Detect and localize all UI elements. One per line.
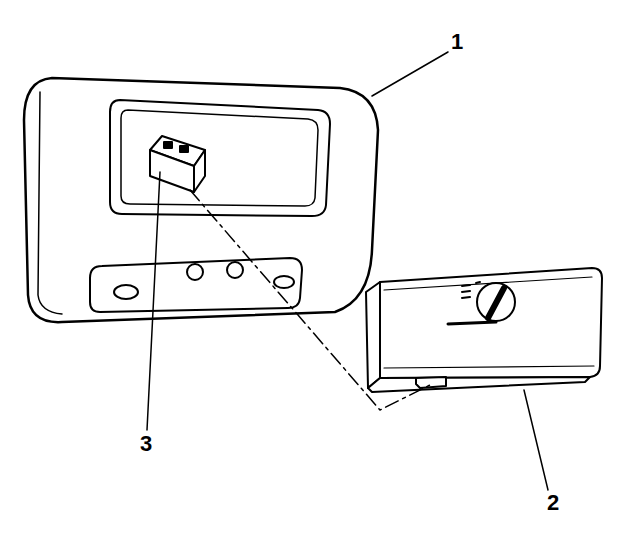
console-housing bbox=[24, 78, 378, 322]
console-depth bbox=[38, 92, 62, 314]
callout-number: 2 bbox=[547, 492, 559, 514]
connector bbox=[150, 136, 205, 192]
callout-number: 1 bbox=[451, 31, 463, 53]
alignment-line bbox=[190, 190, 432, 410]
lamp-lens bbox=[114, 285, 138, 299]
switch-module bbox=[366, 268, 602, 392]
module-rim bbox=[384, 366, 594, 368]
module-base bbox=[368, 377, 590, 392]
lamp-lens bbox=[274, 276, 294, 288]
module-end bbox=[366, 282, 380, 388]
connector-side bbox=[194, 150, 205, 192]
lamp-panel bbox=[90, 258, 302, 312]
console-recess bbox=[110, 100, 330, 216]
connector-front bbox=[150, 150, 194, 192]
lamp-button bbox=[187, 264, 203, 280]
module-marking bbox=[448, 322, 496, 324]
leader-line bbox=[372, 52, 448, 96]
connector-pin bbox=[180, 146, 188, 152]
module-marking bbox=[462, 282, 480, 298]
lamp-button bbox=[227, 262, 243, 278]
module-tab bbox=[416, 377, 446, 388]
module-face bbox=[380, 268, 602, 378]
console-recess-inner bbox=[121, 110, 318, 206]
knob-grip bbox=[488, 288, 504, 318]
connector-pin bbox=[164, 142, 172, 148]
leader-line bbox=[147, 172, 160, 430]
leader-line bbox=[524, 390, 548, 490]
switch-knob bbox=[477, 283, 515, 321]
callout-number: 3 bbox=[140, 433, 152, 455]
